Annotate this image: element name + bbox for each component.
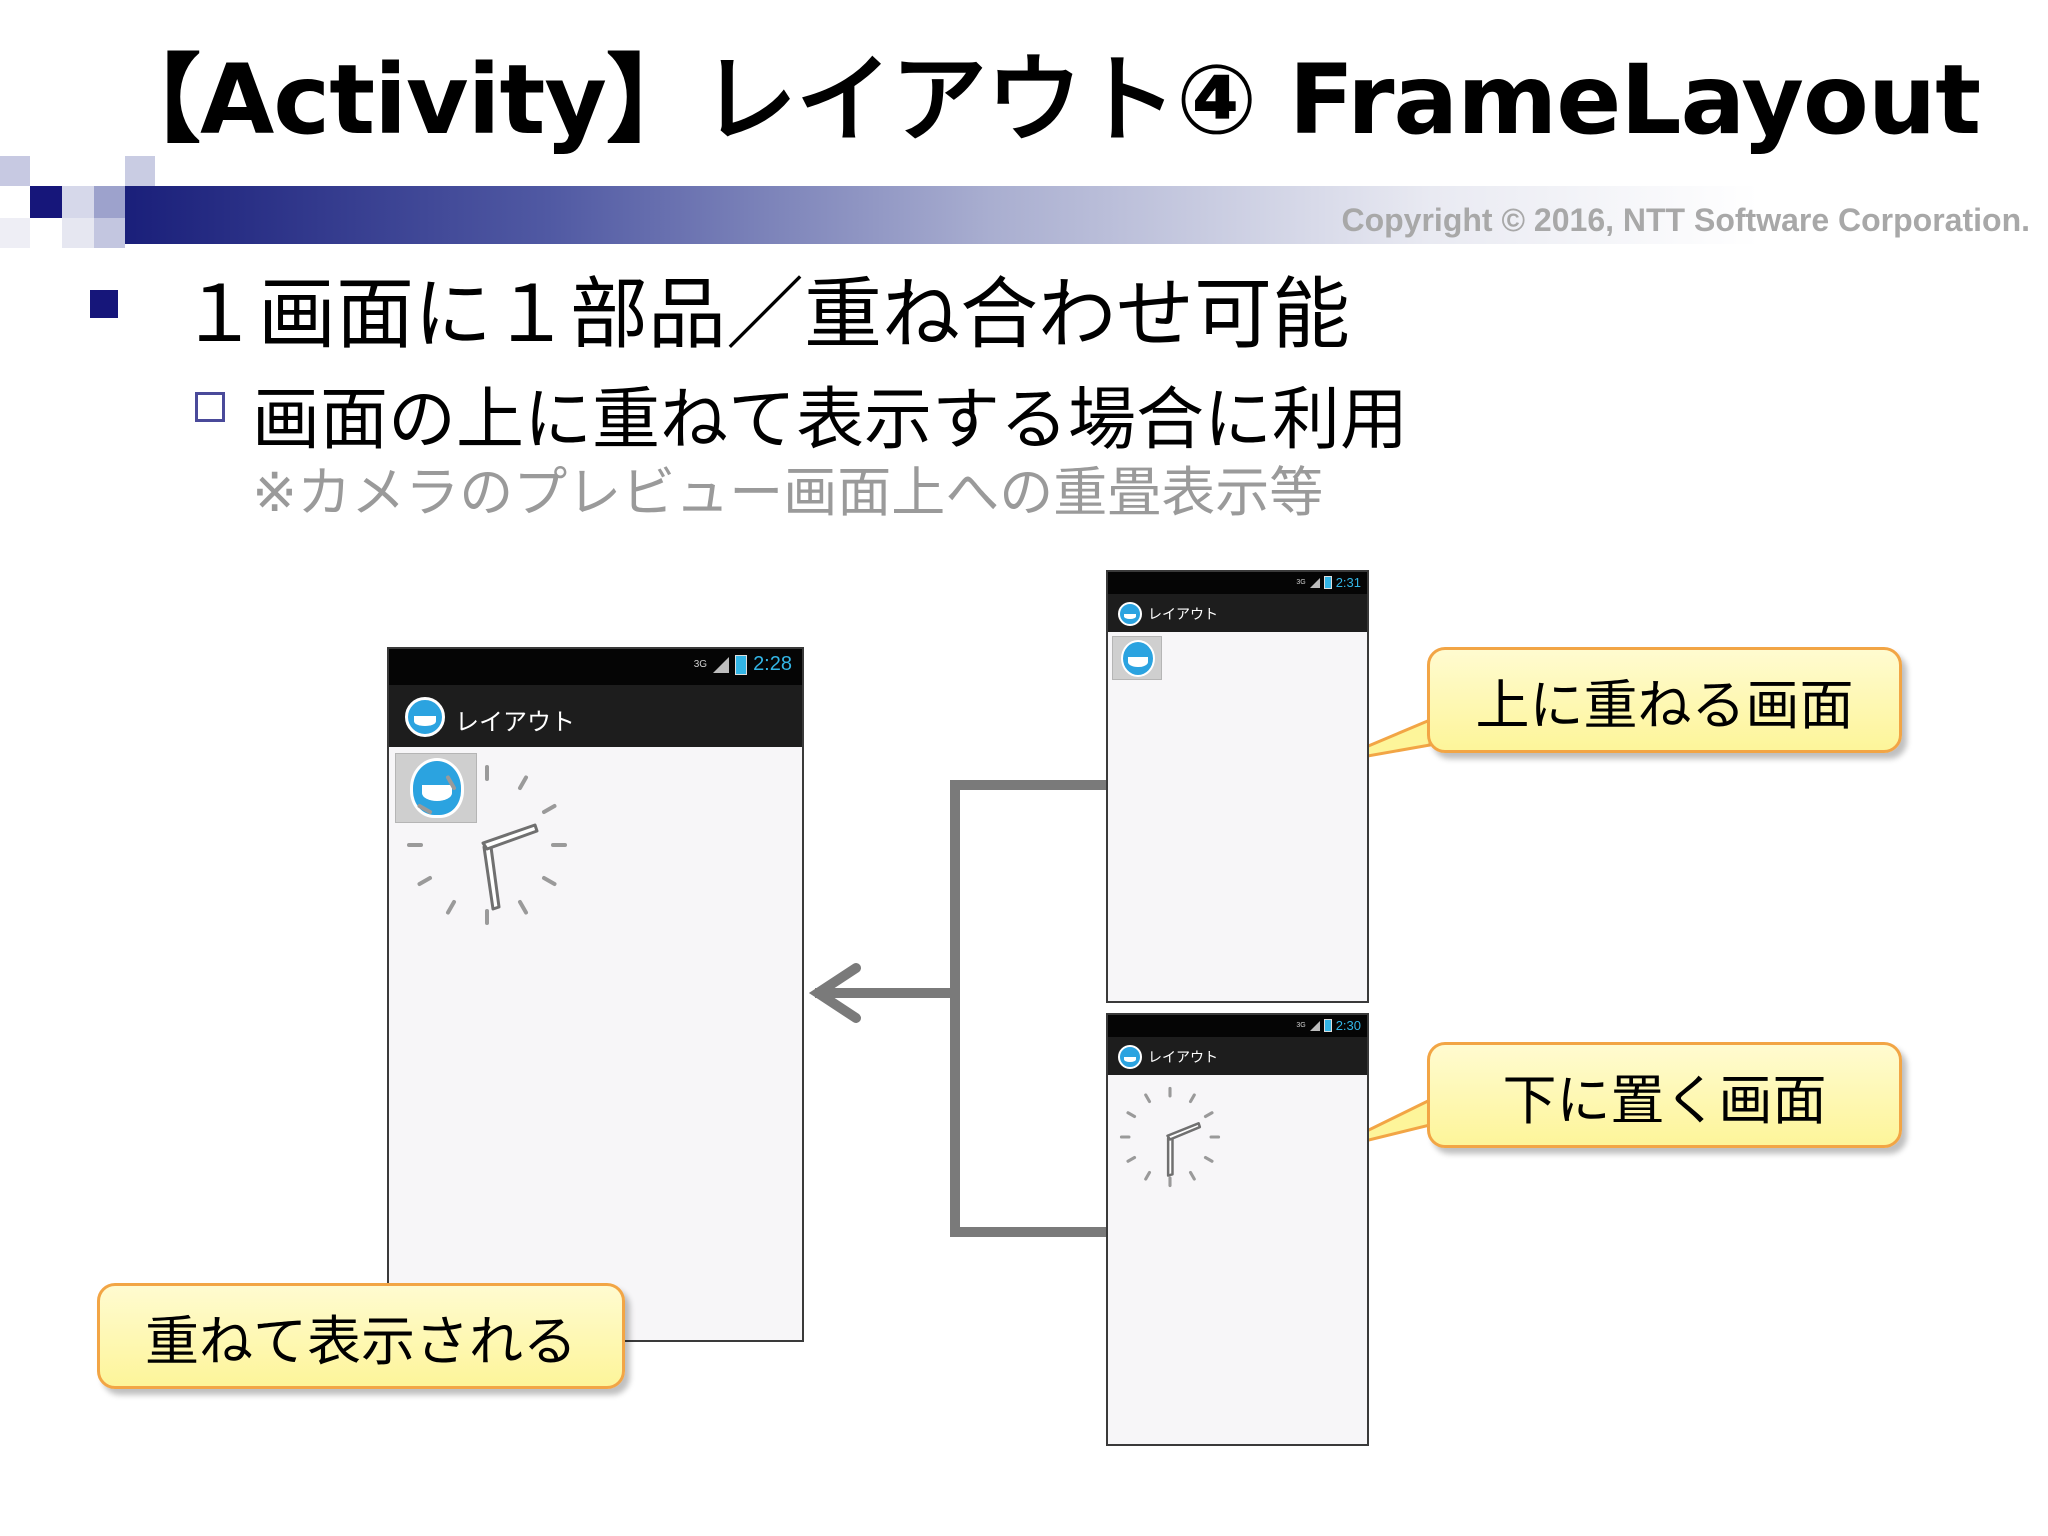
copyright-notice: Copyright © 2016, NTT Software Corporati… xyxy=(1341,202,2030,238)
action-bar: レイアウト xyxy=(1108,594,1367,632)
deco-square xyxy=(30,186,62,218)
status-bar: 3G 2:31 xyxy=(1108,572,1367,594)
network-label: 3G xyxy=(1296,579,1306,586)
gradient-bar xyxy=(125,186,2048,244)
network-label: 3G xyxy=(693,659,708,670)
bullet-text-1: １画面に１部品／重ね合わせ可能 xyxy=(180,270,1351,360)
status-bar: 3G 2:30 xyxy=(1108,1015,1367,1037)
arrow-head-icon xyxy=(808,963,861,1023)
app-logo-icon xyxy=(1118,1045,1142,1069)
analog-clock-icon xyxy=(1119,1086,1221,1188)
action-bar: レイアウト xyxy=(1108,1037,1367,1075)
avatar-face-icon xyxy=(1121,640,1155,677)
status-bar: 3G 2:28 xyxy=(389,649,802,685)
bullet-square-filled-icon xyxy=(90,290,118,318)
callout-lower-screen: 下に置く画面 xyxy=(1427,1042,1902,1148)
signal-icon xyxy=(1309,577,1320,588)
status-time: 2:28 xyxy=(753,653,792,675)
network-label: 3G xyxy=(1296,1022,1306,1029)
signal-icon xyxy=(713,656,730,673)
deco-square xyxy=(94,218,125,248)
bullet-square-outline-icon xyxy=(195,392,225,422)
image-view xyxy=(395,753,477,823)
app-logo-icon xyxy=(405,697,445,737)
analog-clock-icon xyxy=(407,765,567,925)
title-underline-band xyxy=(0,150,2048,250)
action-bar-title: レイアウト xyxy=(1148,607,1218,623)
deco-square xyxy=(94,186,125,218)
deco-square xyxy=(62,218,94,248)
deco-square xyxy=(125,156,155,186)
deco-square xyxy=(62,186,94,218)
deco-square xyxy=(0,218,30,248)
battery-icon xyxy=(1323,576,1332,589)
app-logo-icon xyxy=(1118,602,1142,626)
status-time: 2:31 xyxy=(1335,575,1361,590)
bullet-text-2: 画面の上に重ねて表示する場合に利用 xyxy=(252,381,1409,460)
action-bar: レイアウト xyxy=(389,685,802,747)
callout-overlaid: 重ねて表示される xyxy=(97,1283,625,1389)
status-time: 2:30 xyxy=(1335,1018,1361,1033)
signal-icon xyxy=(1309,1020,1320,1031)
battery-icon xyxy=(1323,1019,1332,1032)
phone-screen-main: 3G 2:28 レイアウト xyxy=(387,647,804,1342)
callout-upper-screen: 上に重ねる画面 xyxy=(1427,647,1902,753)
battery-icon xyxy=(735,654,748,675)
slide-title: 【Activity】レイアウト④ FrameLayout xyxy=(105,44,1981,156)
phone-screen-upper: 3G 2:31 レイアウト xyxy=(1106,570,1369,1003)
note-text: ※カメラのプレビュー画面上への重畳表示等 xyxy=(252,461,1324,524)
deco-square xyxy=(0,156,30,186)
phone-screen-lower: 3G 2:30 レイアウト xyxy=(1106,1013,1369,1446)
action-bar-title: レイアウト xyxy=(455,708,575,736)
connector-bracket xyxy=(950,780,1108,1237)
action-bar-title: レイアウト xyxy=(1148,1050,1218,1066)
image-view xyxy=(1112,636,1162,680)
